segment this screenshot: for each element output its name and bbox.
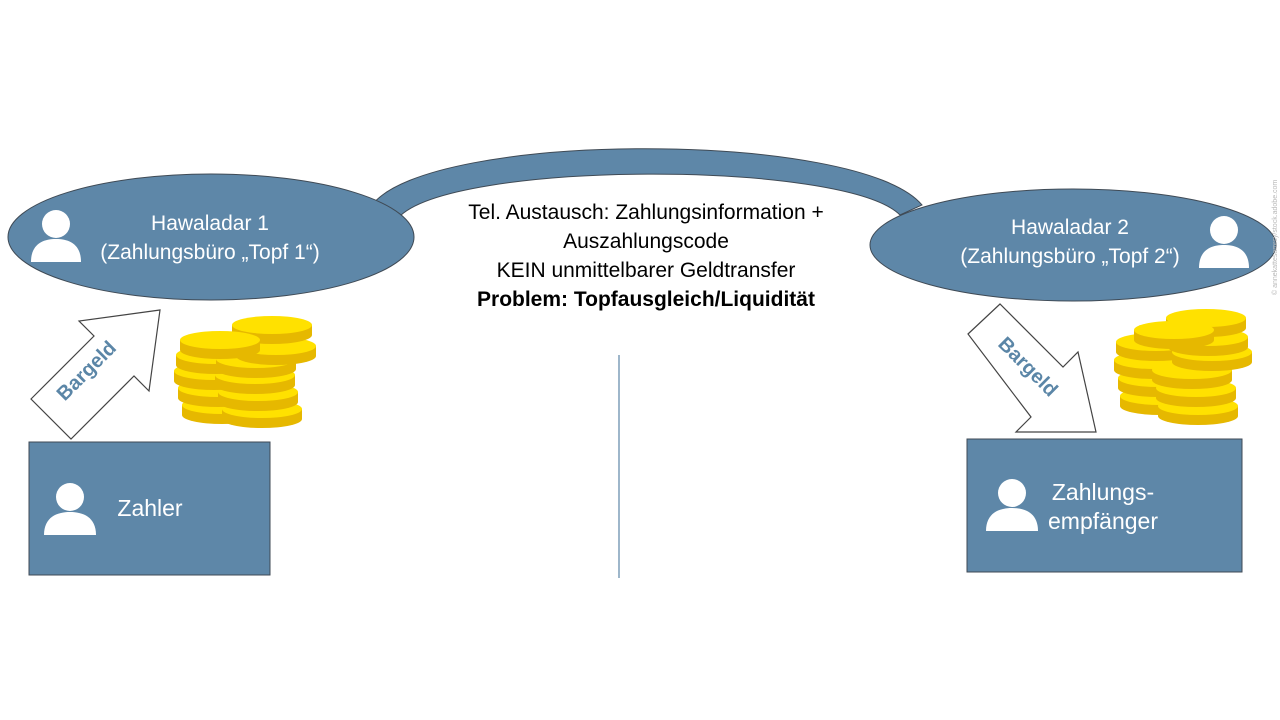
hawaladar-2-title: Hawaladar 2 [1011,216,1129,239]
watermark: © annekattesamrcy/stock.adobe.com [1272,179,1279,295]
cash-arrow-left [30,309,161,440]
problem-statement: Problem: Topfausgleich/Liquidität [477,288,815,311]
payer-person-icon [44,483,96,535]
hawaladar-1-title: Hawaladar 1 [151,212,269,235]
connection-arch [371,148,923,219]
recipient-label-line-2: empfänger [1048,508,1158,534]
exchange-line-1: Tel. Austausch: Zahlungsinformation + [468,201,824,224]
cash-arrow-right [967,303,1097,433]
hawaladar-1-person-icon [31,210,81,262]
hawaladar-2-subtitle: (Zahlungsbüro „Topf 2“) [960,245,1180,268]
recipient-label-line-1: Zahlungs- [1051,479,1155,505]
hawaladar-1-subtitle: (Zahlungsbüro „Topf 1“) [100,241,320,264]
payer-label: Zahler [117,495,183,521]
recipient-person-icon [986,479,1038,531]
coin-stack-right [1114,309,1252,425]
coin [1134,321,1214,339]
hawaladar-1-ellipse [7,173,415,301]
exchange-line-3: KEIN unmittelbarer Geldtransfer [496,259,796,282]
hawaladar-2-ellipse [869,188,1277,302]
coin [232,316,312,334]
exchange-line-2: Auszahlungscode [563,230,729,253]
coin-stack-left [174,316,316,428]
hawaladar-2-label: Hawaladar 2 (Zahlungsbüro „Topf 2“) [930,213,1210,271]
hawaladar-2-person-icon [1199,216,1249,268]
hawaladar-1-label: Hawaladar 1 (Zahlungsbüro „Topf 1“) [60,209,360,267]
recipient-label: Zahlungs- empfänger [1040,478,1166,536]
exchange-description: Tel. Austausch: Zahlungsinformation + Au… [420,198,872,314]
coin [180,331,260,349]
